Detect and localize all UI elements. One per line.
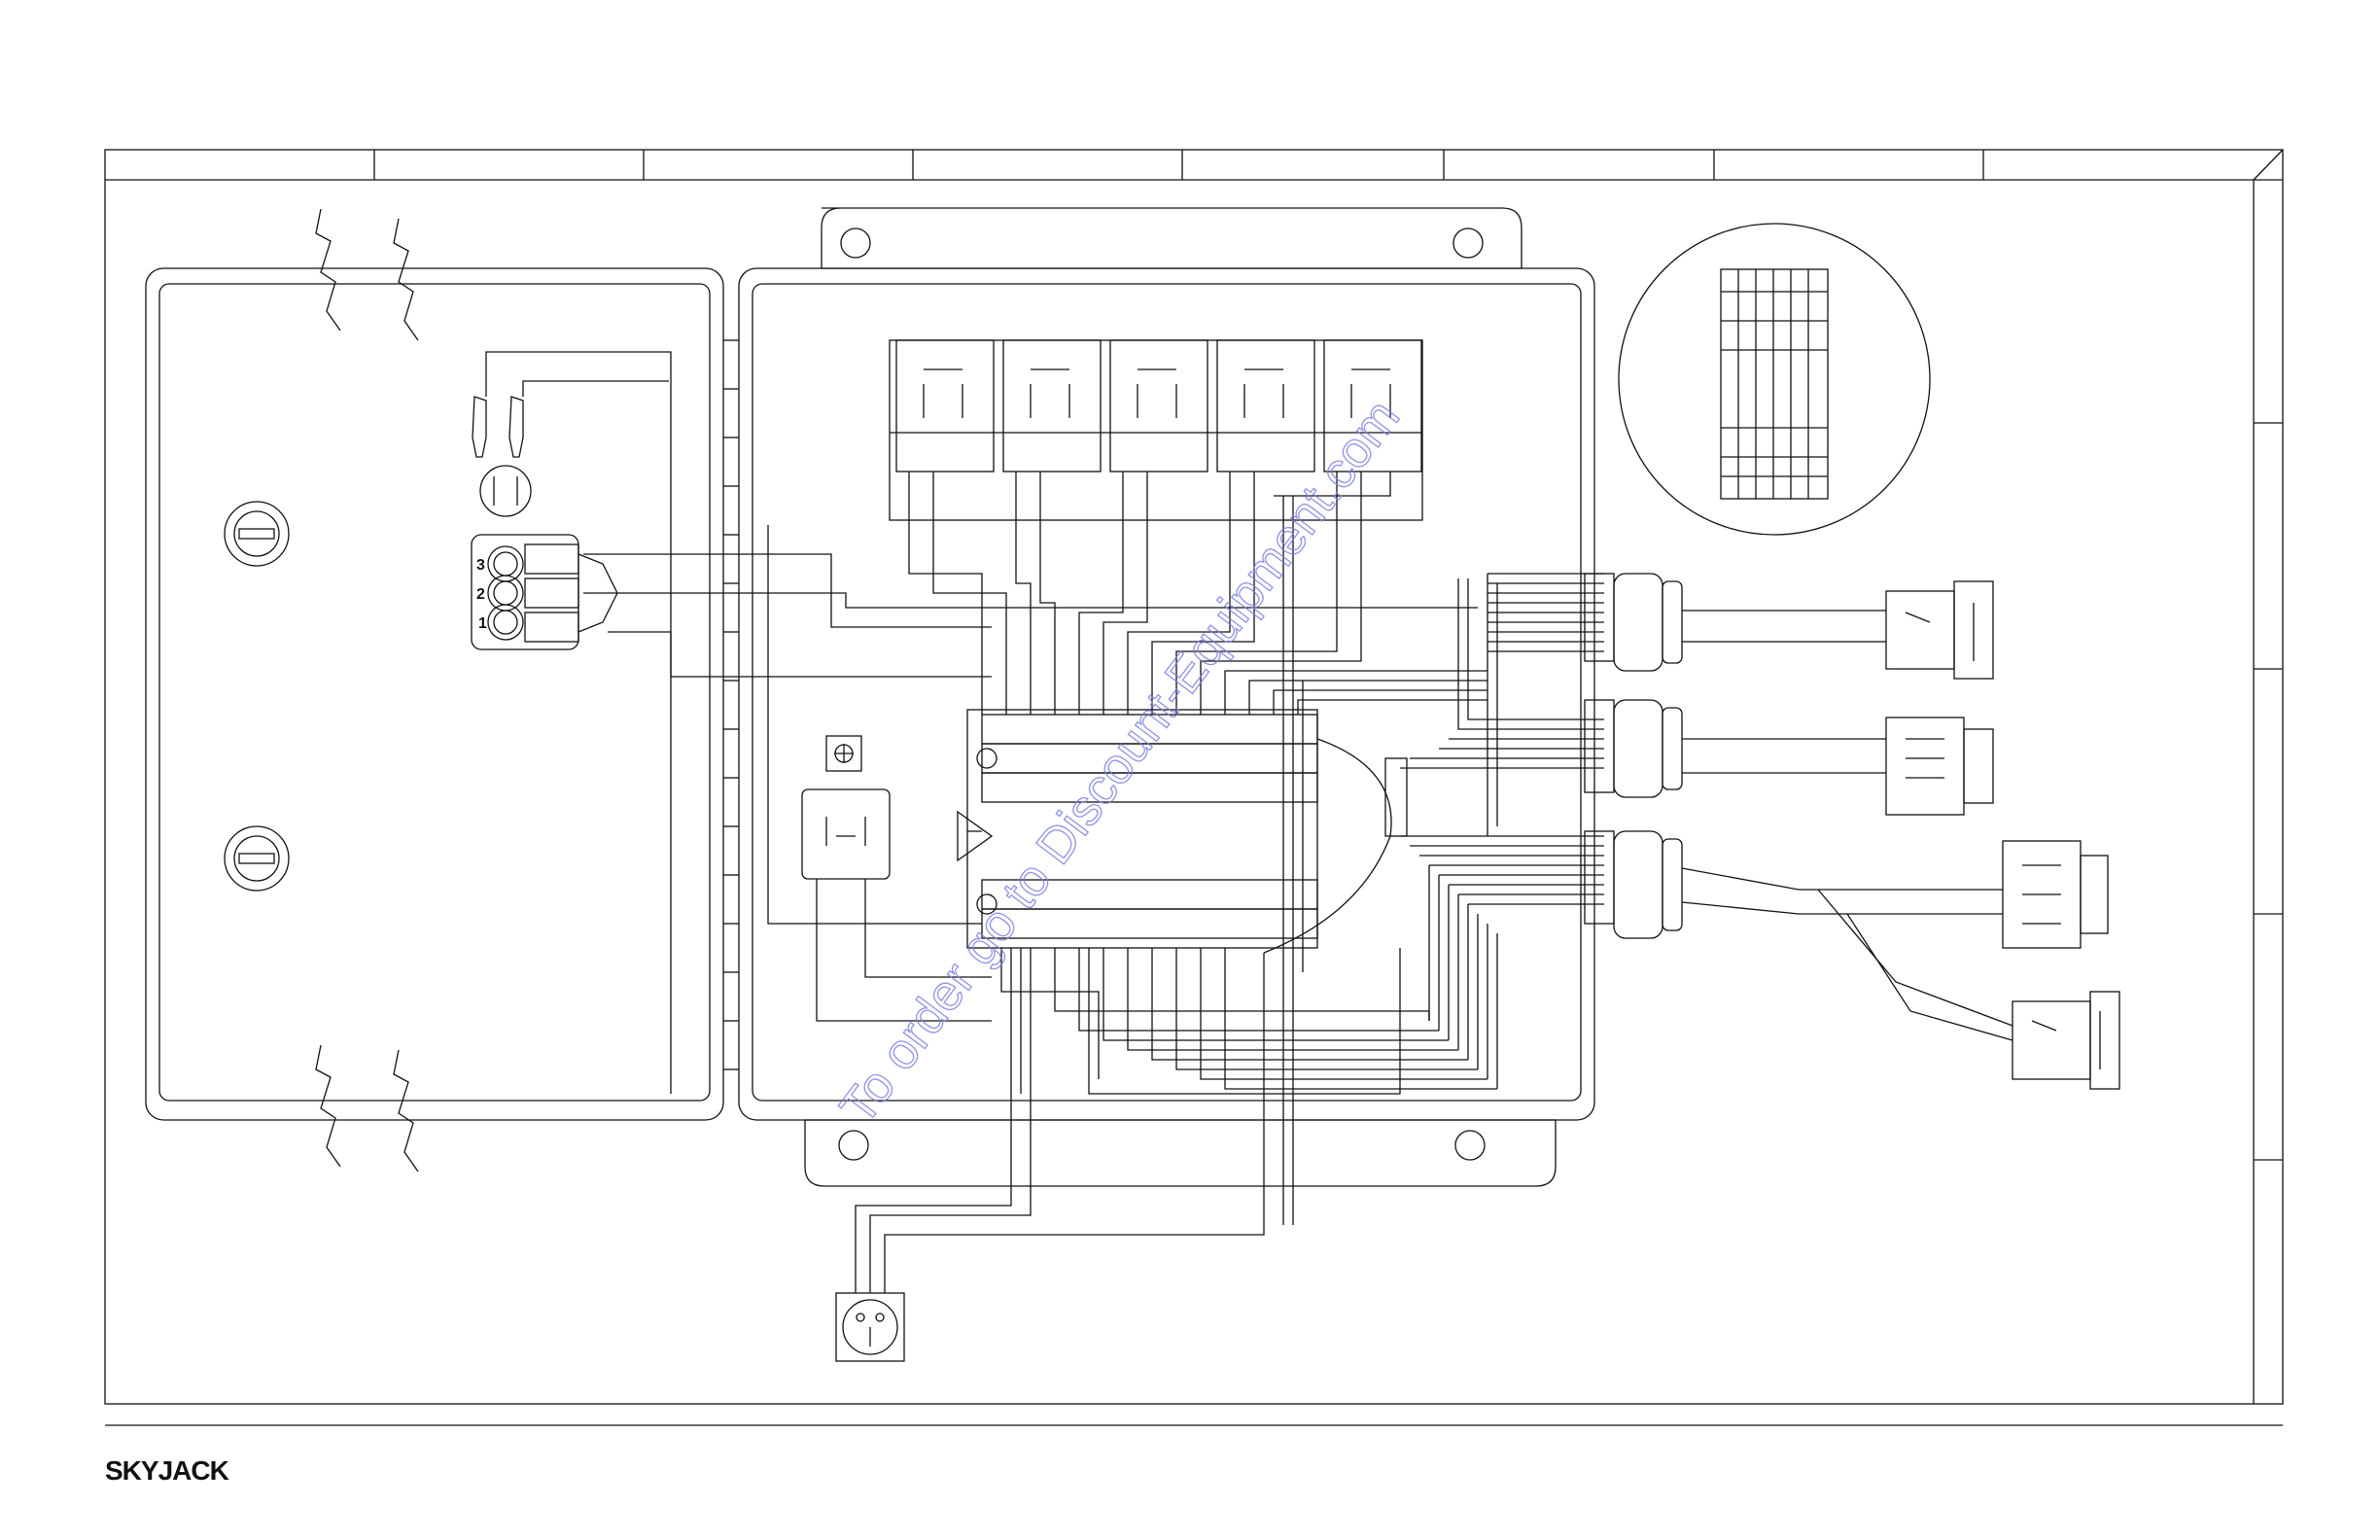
connector-4 <box>2012 992 2119 1089</box>
plug-connector <box>836 1293 904 1361</box>
fuse-holder <box>472 352 671 1094</box>
pin-label-3: 3 <box>476 557 485 574</box>
break-marks <box>316 209 418 1172</box>
wiring-bundles <box>768 472 1604 1293</box>
selector-switch <box>472 535 1478 677</box>
sheet-border <box>105 150 2283 1425</box>
connector-3 <box>2003 841 2108 948</box>
connector-1 <box>1886 581 1993 679</box>
skyjack-logo: SKYJACK <box>105 1455 229 1486</box>
enclosure-door <box>146 268 739 1120</box>
connector-2 <box>1886 718 1993 815</box>
key-switch-top <box>225 502 289 566</box>
output-harness <box>1682 611 2012 1040</box>
detail-callout <box>1619 224 1930 535</box>
watermark: To order go to Discount-Equipment.com <box>829 390 1411 1136</box>
pin-label-1: 1 <box>478 615 487 632</box>
key-switch-bottom <box>225 826 289 891</box>
pin-label-2: 2 <box>476 586 485 603</box>
cable-glands <box>1585 574 1682 938</box>
